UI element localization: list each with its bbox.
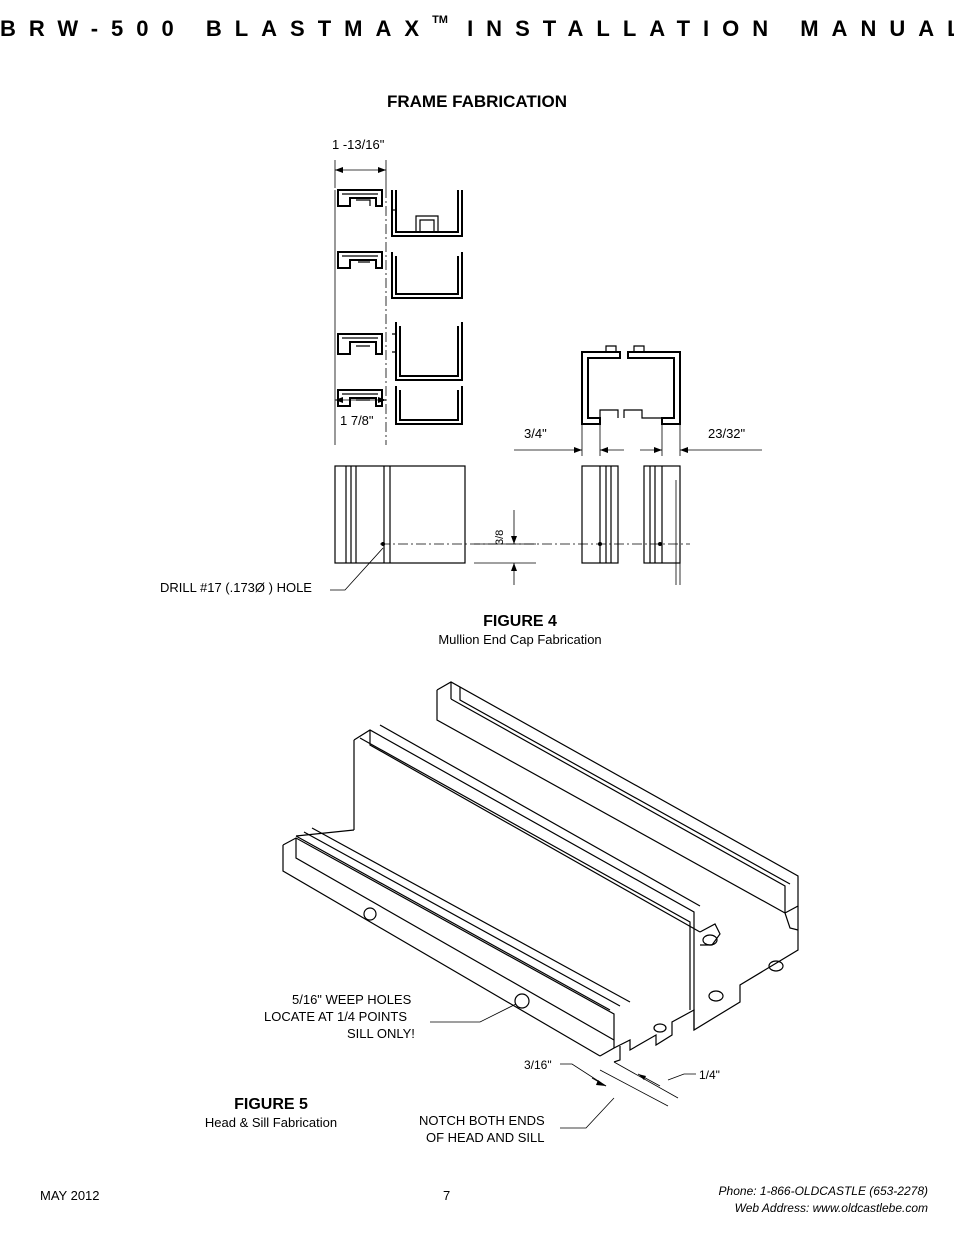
figure4-profiles: [334, 160, 463, 445]
dim-label-top: 1 -13/16": [332, 137, 385, 152]
page-number: 7: [443, 1188, 451, 1203]
footer-phone: Phone: 1-866-OLDCASTLE (653-2278): [718, 1184, 928, 1198]
weep-holes-label-1: 5/16" WEEP HOLES: [292, 992, 412, 1007]
figure4-title: FIGURE 4: [483, 613, 557, 630]
figure4-subtitle: Mullion End Cap Fabrication: [438, 632, 602, 647]
figure5-title: FIGURE 5: [234, 1096, 308, 1113]
dim-label-3-16: 3/16": [524, 1058, 552, 1072]
footer-web: Web Address: www.oldcastlebe.com: [734, 1201, 928, 1215]
figure4-elevation: [330, 465, 690, 591]
notch-label-1: NOTCH BOTH ENDS: [419, 1113, 545, 1128]
dim-label-side: 1 7/8": [340, 413, 374, 428]
header-title-pre: BRW-500 BLASTMAX: [0, 16, 433, 41]
figure5-extrusion: [282, 681, 799, 1129]
header-title-post: INSTALLATION MANUAL: [447, 16, 954, 41]
figure4-section: [514, 345, 762, 585]
footer-date: MAY 2012: [40, 1188, 100, 1203]
drill-hole-label: DRILL #17 (.173Ø ) HOLE: [160, 580, 312, 595]
notch-label-2: OF HEAD AND SILL: [426, 1130, 545, 1145]
document-header: BRW-500 BLASTMAXTM INSTALLATION MANUAL: [0, 14, 954, 42]
trademark-symbol: TM: [432, 14, 448, 26]
section-title: FRAME FABRICATION: [386, 92, 568, 111]
dim-label-1-4: 1/4": [699, 1068, 720, 1082]
dim-label-left: 3/4": [524, 426, 547, 441]
dim-label-right: 23/32": [708, 426, 746, 441]
figure5-subtitle: Head & Sill Fabrication: [204, 1115, 338, 1130]
dim-label-vertical: 3/8: [494, 529, 506, 545]
weep-holes-label-2: LOCATE AT 1/4 POINTS: [264, 1009, 408, 1024]
footer-contact: Phone: 1-866-OLDCASTLE (653-2278) Web Ad…: [719, 1183, 928, 1217]
weep-holes-label-3: SILL ONLY!: [347, 1026, 415, 1041]
